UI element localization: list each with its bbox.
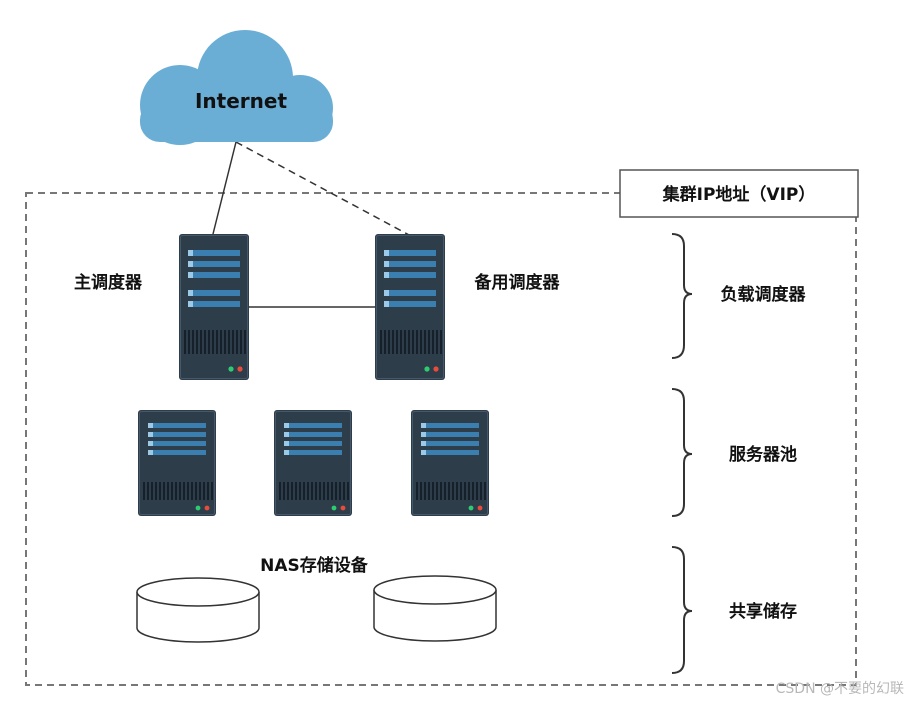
pool-server-1-icon	[137, 409, 217, 517]
backup-scheduler-label: 备用调度器	[474, 272, 561, 293]
internet-backup-link	[235, 141, 412, 237]
bracket-label-3: 共享储存	[729, 601, 797, 622]
cloud-label: Internet	[195, 89, 287, 113]
bracket-1	[671, 233, 693, 359]
bracket-2	[671, 388, 693, 517]
vip-box: 集群IP地址（VIP）	[619, 169, 859, 218]
cluster-boundary	[25, 192, 857, 686]
watermark: CSDN @不要的幻联	[776, 681, 904, 697]
nas-disk-2-icon	[373, 575, 497, 642]
vip-label: 集群IP地址（VIP）	[662, 184, 816, 205]
backup-scheduler-server-icon	[374, 233, 446, 381]
primary-scheduler-label: 主调度器	[74, 272, 143, 293]
bracket-label-1: 负载调度器	[721, 284, 807, 305]
primary-scheduler-server-icon	[178, 233, 250, 381]
internet-primary-link	[212, 141, 237, 235]
bracket-label-2: 服务器池	[729, 444, 797, 465]
bracket-3	[671, 546, 693, 674]
nas-label: NAS存储设备	[260, 555, 369, 576]
internet-cloud-icon: Internet	[140, 30, 333, 145]
pool-server-3-icon	[410, 409, 490, 517]
nas-disk-1-icon	[136, 577, 260, 643]
pool-server-2-icon	[273, 409, 353, 517]
